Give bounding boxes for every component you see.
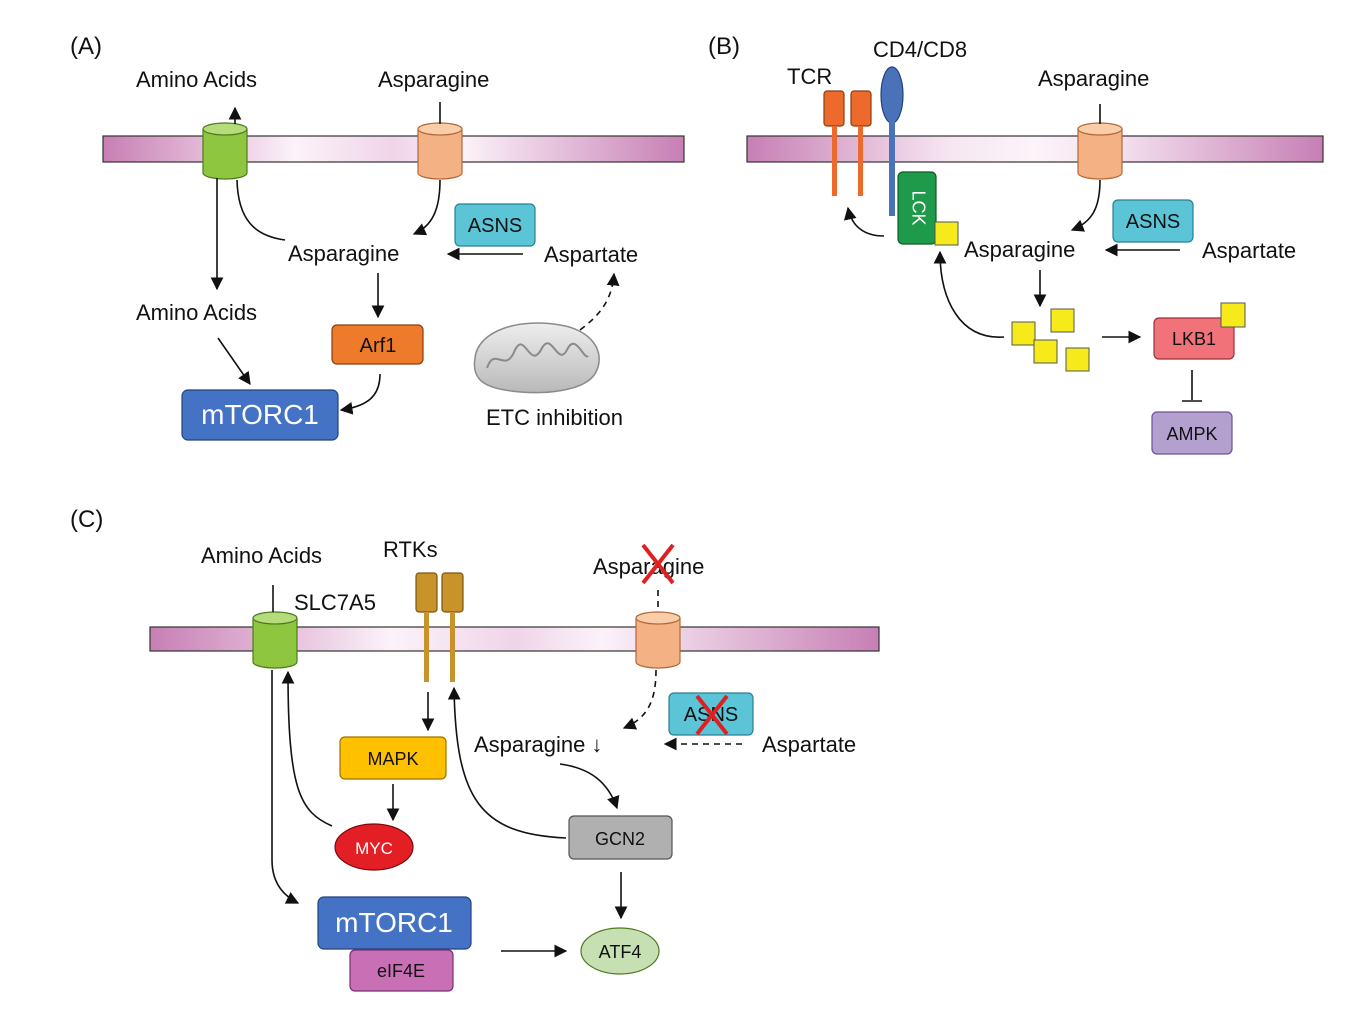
gcn2-label: GCN2	[595, 829, 645, 849]
asns-blocked-cross-icon	[695, 694, 729, 736]
mapk-box	[339, 736, 447, 780]
slc7a5-label: SLC7A5	[294, 590, 376, 615]
tcr-label: TCR	[787, 64, 832, 89]
mtorc1-box	[317, 896, 472, 950]
aspartate-label: Aspartate	[1202, 238, 1296, 263]
asparagine-to-lck-arrow	[933, 250, 1005, 338]
rtk-receptors	[415, 572, 464, 682]
gcn2-box	[568, 815, 673, 860]
lck-label: LCK	[908, 190, 928, 225]
asparagine-decreased-label: Asparagine ↓	[474, 732, 602, 757]
mtorc1-label: mTORC1	[335, 907, 453, 938]
panel-c: (C) Amino Acids RTKs Asparagine SLC7A5	[70, 506, 880, 992]
lkb1-box	[1153, 317, 1235, 360]
phosphate-marker-lkb1	[1220, 302, 1246, 328]
aspartate-label: Aspartate	[544, 242, 638, 267]
asparagine-molecules-cluster	[1011, 308, 1090, 372]
amino-acids-to-mtorc1-arrow	[217, 337, 251, 386]
amino-acids-to-mtorc1-arrow	[271, 670, 300, 904]
eif4e-box	[349, 949, 454, 992]
rtks-label: RTKs	[383, 537, 438, 562]
etc-inhibition-label: ETC inhibition	[486, 405, 623, 430]
lkb1-label: LKB1	[1172, 329, 1216, 349]
asparagine-to-gcn2-arrow	[559, 763, 620, 810]
tcr-receptor	[823, 90, 872, 196]
panel-b-label: (B)	[708, 33, 740, 60]
atf4-node	[580, 927, 660, 975]
mtorc1-box	[181, 389, 339, 441]
cell-membrane	[746, 135, 1324, 163]
asparagine-uptake-dashed-arrow	[622, 669, 657, 730]
arf1-to-mtorc1-arrow	[339, 373, 381, 415]
phosphate-marker-lck	[934, 221, 959, 246]
mitochondrion-icon	[473, 322, 600, 394]
gcn2-to-rtk-arrow	[447, 686, 567, 839]
arf1-box	[331, 324, 424, 365]
amino-acids-intracellular-label: Amino Acids	[136, 300, 257, 325]
asparagine-transporter	[635, 611, 681, 669]
panel-a: (A) Amino Acids Asparagine ASNS Asparagi…	[70, 33, 685, 441]
mtorc1-label: mTORC1	[201, 399, 319, 430]
asparagine-extracellular-label: Asparagine	[1038, 66, 1149, 91]
ampk-label: AMPK	[1166, 424, 1217, 444]
asns-label: ASNS	[1126, 211, 1180, 233]
slc7a5-transporter	[252, 611, 298, 669]
asns-box	[1112, 199, 1194, 243]
amino-acid-transporter	[202, 122, 248, 180]
cd4-cd8-coreceptor	[880, 66, 904, 216]
asparagine-intracellular-label: Asparagine	[288, 241, 399, 266]
panel-c-label: (C)	[70, 506, 103, 533]
asparagine-blocked-cross-icon	[641, 543, 675, 585]
panel-b: (B) TCR CD4/CD8 Asparagine LCK ASN	[708, 33, 1324, 455]
mapk-label: MAPK	[367, 749, 418, 769]
lck-to-tcr-arrow	[843, 206, 885, 237]
myc-to-slc7a5-arrow	[281, 670, 333, 827]
atf4-label: ATF4	[599, 942, 642, 962]
myc-label: MYC	[355, 839, 393, 858]
arf1-label: Arf1	[360, 335, 397, 357]
eif4e-label: eIF4E	[377, 961, 425, 981]
asparagine-uptake-arrow	[412, 179, 441, 236]
aspartate-label: Aspartate	[762, 732, 856, 757]
lck-kinase	[897, 171, 937, 245]
ampk-box	[1151, 411, 1233, 455]
asparagine-transporter	[417, 122, 463, 180]
asparagine-exchange-curve	[236, 179, 286, 241]
amino-acids-label: Amino Acids	[201, 543, 322, 568]
cd4-cd8-label: CD4/CD8	[873, 37, 967, 62]
amino-acids-label: Amino Acids	[136, 67, 257, 92]
panel-a-label: (A)	[70, 33, 102, 60]
asparagine-intracellular-label: Asparagine	[964, 237, 1075, 262]
cell-membrane	[102, 135, 685, 163]
asparagine-uptake-arrow	[1070, 179, 1101, 232]
asparagine-extracellular-label: Asparagine	[378, 67, 489, 92]
myc-node	[334, 823, 414, 871]
asns-label: ASNS	[468, 215, 522, 237]
asns-box	[454, 203, 536, 247]
etc-to-aspartate-dashed-arrow	[579, 272, 620, 331]
asparagine-transporter	[1077, 122, 1123, 180]
